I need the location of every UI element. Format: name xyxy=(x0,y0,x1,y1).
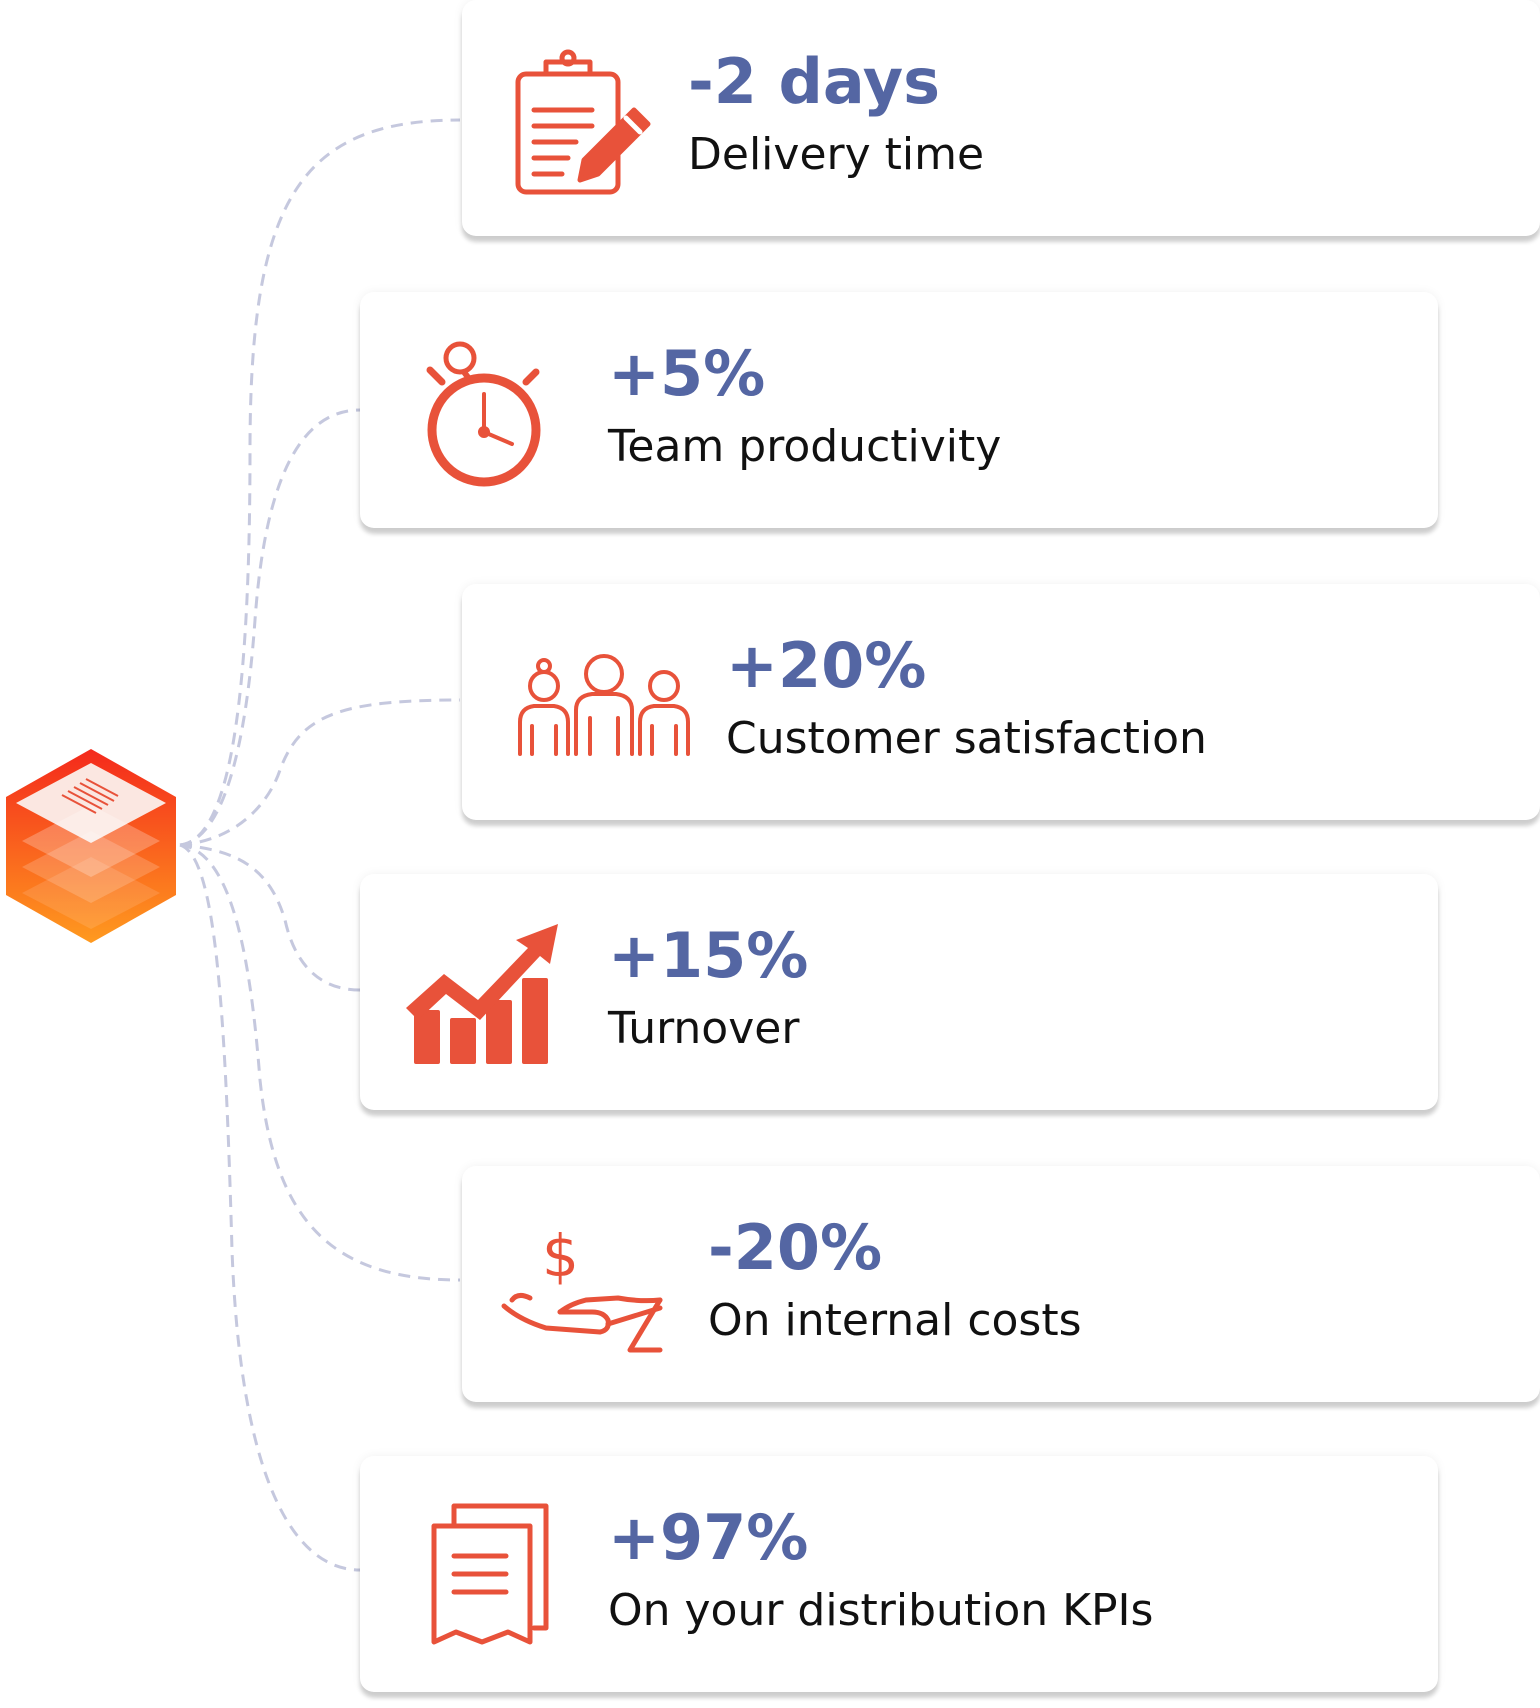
card-text: -20% On internal costs xyxy=(708,1210,1082,1350)
metric-card-customer-satisfaction: +20% Customer satisfaction xyxy=(462,584,1540,820)
metric-card-delivery-time: -2 days Delivery time xyxy=(462,0,1540,236)
hand-dollar-icon: $ xyxy=(500,1218,663,1368)
connector-line-4 xyxy=(179,843,361,992)
card-text: +97% On your distribution KPIs xyxy=(608,1500,1153,1640)
svg-text:$: $ xyxy=(542,1222,579,1290)
documents-icon xyxy=(426,1502,576,1652)
layered-cube-logo xyxy=(6,749,176,943)
metric-label: On internal costs xyxy=(708,1295,1082,1346)
card-text: +15% Turnover xyxy=(608,918,808,1058)
connector-line-1 xyxy=(179,118,461,847)
metric-value: -20% xyxy=(708,1211,883,1284)
metric-label: Team productivity xyxy=(608,421,1002,472)
customers-group-icon xyxy=(514,644,690,794)
growth-chart-icon xyxy=(404,918,558,1068)
metric-card-internal-costs: $ -20% On internal costs xyxy=(462,1166,1540,1402)
metric-label: Delivery time xyxy=(688,129,985,180)
connector-line-3 xyxy=(179,698,461,847)
connector-line-6 xyxy=(179,843,361,1572)
metric-label: On your distribution KPIs xyxy=(608,1585,1154,1636)
card-text: +5% Team productivity xyxy=(608,336,1001,476)
stopwatch-icon xyxy=(418,340,568,490)
metric-value: +5% xyxy=(608,337,766,410)
connector-line-2 xyxy=(179,408,361,847)
metric-value: +15% xyxy=(608,919,809,992)
connector-line-5 xyxy=(179,843,461,1282)
hub-logo xyxy=(0,745,182,945)
card-text: -2 days Delivery time xyxy=(688,44,984,184)
metric-card-turnover: +15% Turnover xyxy=(360,874,1438,1110)
metric-value: +20% xyxy=(726,629,927,702)
card-text: +20% Customer satisfaction xyxy=(726,628,1207,768)
metric-card-distribution-kpis: +97% On your distribution KPIs xyxy=(360,1456,1438,1692)
metric-value: -2 days xyxy=(688,45,941,118)
clipboard-edit-icon xyxy=(506,48,656,198)
metric-label: Customer satisfaction xyxy=(726,713,1207,764)
metric-label: Turnover xyxy=(608,1003,800,1054)
metric-value: +97% xyxy=(608,1501,809,1574)
metric-card-team-productivity: +5% Team productivity xyxy=(360,292,1438,528)
